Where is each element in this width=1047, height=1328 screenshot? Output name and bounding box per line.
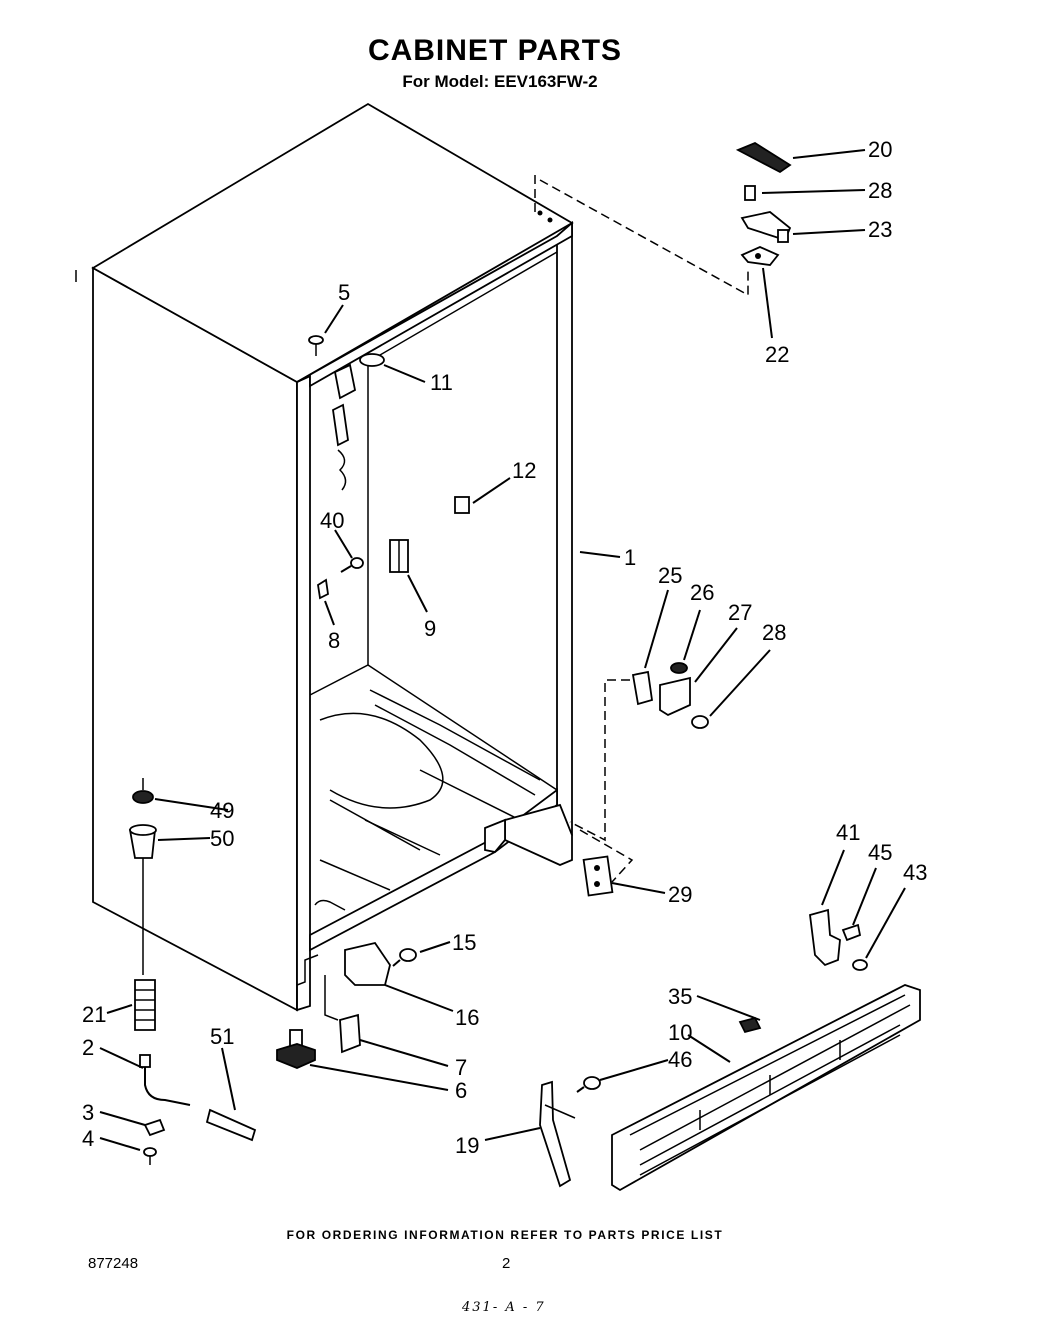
callout-2: 2 [82, 1035, 94, 1060]
callout-23: 23 [868, 217, 892, 242]
callout-50: 50 [210, 826, 234, 851]
callout-45: 45 [868, 840, 892, 865]
page-number: 2 [502, 1255, 511, 1272]
callout-21: 21 [82, 1002, 106, 1027]
callout-43: 43 [903, 860, 927, 885]
leader-lines [99, 149, 906, 1151]
hinge-pin-parts [308, 335, 470, 600]
top-hinge-group [534, 141, 792, 297]
callout-28-top: 28 [868, 178, 892, 203]
callout-15: 15 [452, 930, 476, 955]
callout-28-mid: 28 [762, 620, 786, 645]
callout-29: 29 [668, 882, 692, 907]
center-hinge-group [569, 662, 709, 883]
callout-51: 51 [210, 1024, 234, 1049]
callout-49: 49 [210, 798, 234, 823]
callout-22: 22 [765, 342, 789, 367]
callout-12: 12 [512, 458, 536, 483]
callout-25: 25 [658, 563, 682, 588]
callout-10: 10 [668, 1020, 692, 1045]
callout-5: 5 [338, 280, 350, 305]
callout-16: 16 [455, 1005, 479, 1030]
handwritten-note: 431- A - 7 [462, 1300, 546, 1315]
callout-4: 4 [82, 1126, 94, 1151]
cabinet-drawing [91, 102, 574, 1021]
model-subtitle: For Model: EEV163FW-2 [402, 72, 598, 91]
callout-1: 1 [624, 545, 636, 570]
callout-40: 40 [320, 508, 344, 533]
callout-9: 9 [424, 616, 436, 641]
callout-20: 20 [868, 137, 892, 162]
callout-26: 26 [690, 580, 714, 605]
toe-grille [611, 908, 921, 1192]
plate-29 [582, 855, 614, 897]
document-number: 877248 [88, 1255, 139, 1272]
callout-41: 41 [836, 820, 860, 845]
callout-6: 6 [455, 1078, 467, 1103]
ordering-note: FOR ORDERING INFORMATION REFER TO PARTS … [286, 1228, 724, 1242]
callout-11: 11 [430, 370, 453, 395]
callout-19: 19 [455, 1133, 479, 1158]
callout-27: 27 [728, 600, 752, 625]
page-title: CABINET PARTS [367, 34, 623, 67]
callout-3: 3 [82, 1100, 94, 1125]
callout-7: 7 [455, 1055, 467, 1080]
lower-hinge-parts [344, 941, 601, 1188]
callout-46: 46 [668, 1047, 692, 1072]
roller-and-leveler-parts [128, 778, 361, 1165]
callout-labels: 20 28 23 22 5 11 12 1 40 9 8 25 26 27 28… [82, 137, 927, 1158]
callout-8: 8 [328, 628, 340, 653]
callout-35: 35 [668, 984, 692, 1009]
